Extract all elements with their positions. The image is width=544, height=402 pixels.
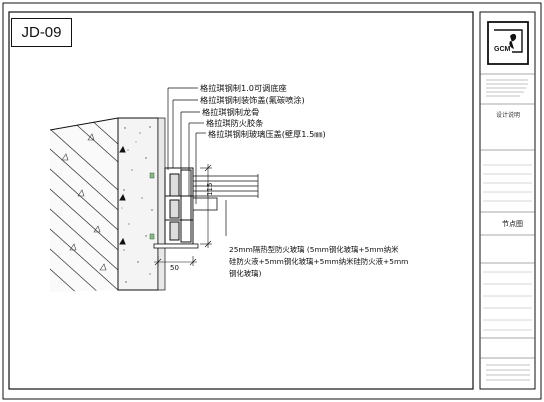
dim-height-label: 115 [206,182,214,196]
finish-layer [157,117,166,291]
glass-pane [193,174,259,198]
glass-bead [192,197,218,211]
company-logo [487,21,529,65]
fire-gaskets [149,172,155,240]
concrete-column [117,117,159,291]
glass-spec-line1: 25mm隔热型防火玻璃 (5mm钢化玻璃+5mm纳米 [229,245,399,254]
callout-leaders [167,87,227,236]
callout-decor-cover: 格拉琪钢制装饰盖(氟碳喷涂) [200,95,305,105]
logo-letters: GCM [494,46,511,53]
dim-width-label: 50 [170,264,179,272]
base-plate [153,243,199,249]
drawing-name: 节点图 [502,220,523,228]
callout-steel-keel: 格拉琪钢制龙骨 [202,107,260,117]
title-block-rows [480,73,535,359]
callout-glass-bead: 格拉琪钢制玻璃压盖(壁厚1.5㎜) [208,129,326,139]
wall-section [50,118,118,292]
drawing-code: JD-09 [11,18,72,47]
company-text-lines [486,79,530,381]
dim-width-lines [154,256,197,266]
steel-frame-profile [164,167,194,245]
dim-height-lines [200,164,212,248]
title-block-lines [483,164,532,331]
glass-spec-line3: 钢化玻璃) [229,269,262,278]
callout-fire-gasket: 格拉琪防火胶条 [206,118,264,128]
glass-spec-line2: 硅防火液+5mm钢化玻璃+5mm纳米硅防火液+5mm [229,257,409,266]
drawing-frame [8,11,474,390]
title-block-frame [479,11,536,390]
design-notes-title: 设计说明 [496,112,521,119]
callout-adjustable-base: 格拉琪钢制1.0可调底座 [200,83,287,93]
